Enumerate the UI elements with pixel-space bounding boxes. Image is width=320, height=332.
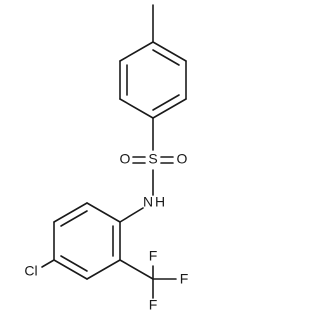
chlorophenyl-ring-bond: [53, 202, 88, 223]
chlorophenyl-ring-bond: [86, 259, 121, 280]
sulfur-label: S: [148, 151, 157, 167]
trifluoromethyl-group: F F F: [149, 248, 189, 313]
tolyl-double-bond: [152, 94, 180, 111]
chlorophenyl-ring-bond: [86, 202, 121, 223]
tolyl-ring-bond: [119, 41, 154, 62]
nitrogen-label: N: [143, 194, 153, 210]
chlorophenyl-ring-bond: [53, 259, 88, 280]
chemical-structure-canvas: S O O N H C: [24, 4, 189, 313]
fluorine-bottom-label: F: [149, 297, 158, 313]
molecule-drawing: S O O N H C: [24, 4, 189, 313]
tolyl-ring-bond: [119, 98, 154, 119]
oxygen-right-label: O: [177, 151, 188, 167]
tolyl-ring-bond: [152, 98, 187, 119]
nitrogen-ring-bond: [119, 207, 144, 223]
chlorophenyl-ring: [53, 202, 121, 280]
ring-cf3-bond: [119, 259, 154, 280]
fluorine-right-label: F: [180, 271, 189, 287]
chlorophenyl-double-bond: [60, 210, 88, 227]
chlorine-label: Cl: [24, 263, 37, 279]
tolyl-ring: [119, 41, 187, 119]
fluorine-top-label: F: [149, 248, 158, 264]
chlorophenyl-double-bond: [60, 255, 88, 272]
tolyl-ring-bond: [152, 41, 187, 62]
oxygen-left-label: O: [120, 151, 131, 167]
sulfonyl-group: S O O: [120, 151, 188, 167]
ring-chlorine-bond: [41, 259, 55, 268]
amine-hydrogen-label: H: [155, 194, 165, 210]
tolyl-double-bond: [152, 49, 180, 66]
